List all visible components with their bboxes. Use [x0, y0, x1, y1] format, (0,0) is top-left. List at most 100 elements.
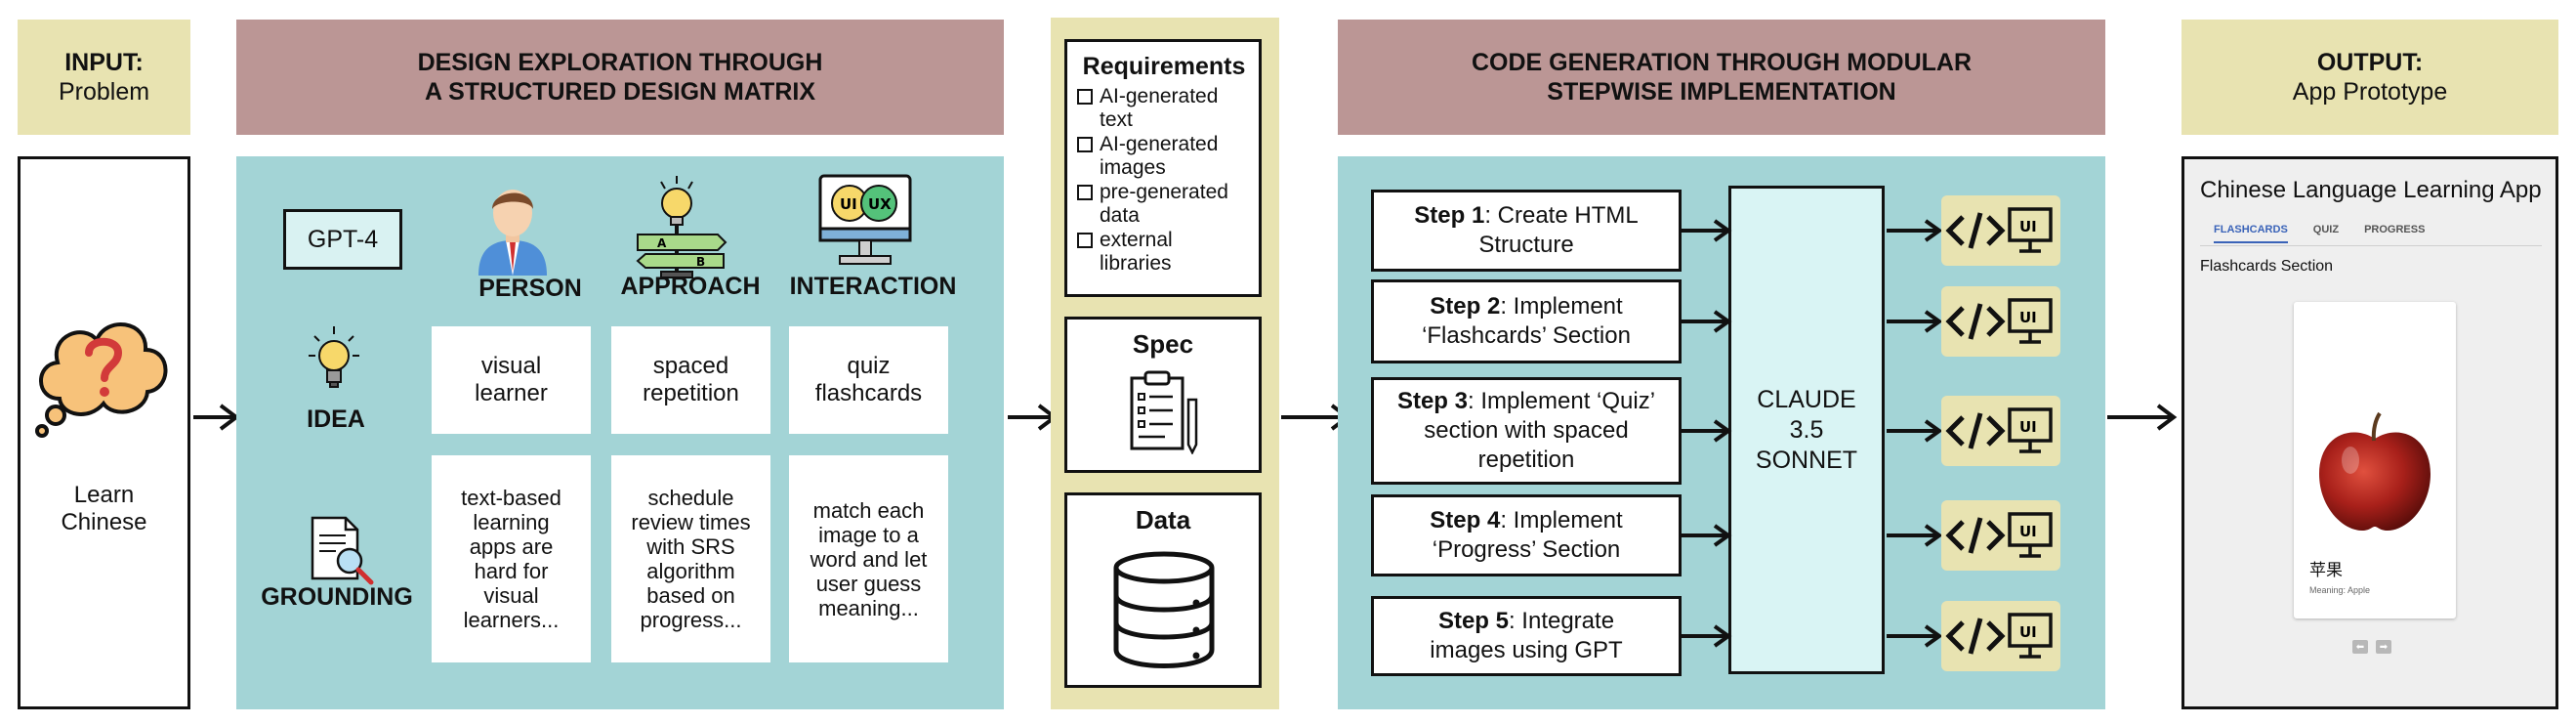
ui-badge-text: UI	[2019, 418, 2037, 436]
arrow-claude-to-ui-4	[1887, 524, 1943, 547]
step-text-1: : Integrate	[1508, 608, 1615, 634]
card-meaning: Meaning: Apple	[2309, 585, 2371, 595]
code-ui-icon-4: UI	[1941, 500, 2060, 571]
grounding-approach-line-3: with SRS	[646, 534, 735, 559]
ui-badge-text: UI	[2019, 309, 2037, 326]
output-title: OUTPUT:	[2316, 49, 2424, 76]
code-ui-icon-3: UI	[1941, 396, 2060, 466]
database-icon	[1113, 551, 1215, 668]
code-ui-icon-1: UI	[1941, 195, 2060, 266]
code-ui-icon-5: UI	[1941, 601, 2060, 671]
checkbox[interactable]	[1077, 137, 1093, 152]
input-header: INPUT: Problem	[18, 20, 190, 135]
requirement-line: images	[1100, 156, 1166, 179]
grounding-approach-line-4: algorithm	[646, 559, 735, 583]
grounding-approach-line-1: schedule	[647, 486, 734, 510]
grounding-person-line-5: visual	[483, 583, 539, 608]
column-header-person: PERSON	[478, 275, 582, 302]
arrow-input-to-design	[193, 404, 240, 431]
step-text-1: : Implement	[1500, 507, 1623, 533]
claude-line-3: SONNET	[1755, 446, 1858, 474]
idea-lightbulb-icon	[309, 326, 359, 388]
step-box-2: Step 2: Implement‘Flashcards’ Section	[1371, 279, 1682, 363]
next-card-button[interactable]: ➡	[2376, 640, 2391, 654]
grounding-interaction-line-3: word and let	[810, 546, 928, 572]
problem-text: Learn Chinese	[21, 482, 187, 536]
card-word: 苹果	[2309, 561, 2343, 579]
spec-title: Spec	[1132, 329, 1194, 359]
step-label: Step 4	[1430, 507, 1501, 533]
design-header-line-1: DESIGN EXPLORATION THROUGH	[417, 49, 823, 76]
grounding-person-line-4: hard for	[474, 559, 549, 583]
grounding-person-line-3: apps are	[469, 534, 554, 559]
arrow-step-to-claude-2	[1682, 310, 1732, 333]
apple-image	[2319, 411, 2431, 531]
grounding-approach-line-5: based on	[646, 583, 735, 608]
grounding-approach-line-6: progress...	[640, 608, 742, 632]
idea-cell-approach: spaced repetition	[611, 326, 770, 434]
idea-cell-approach-line-2: repetition	[643, 380, 739, 406]
column-header-interaction: INTERACTION	[789, 273, 957, 300]
ui-badge-text: UI	[2019, 623, 2037, 641]
approach-badge-b: B	[696, 255, 705, 269]
spec-box: Spec	[1064, 317, 1262, 473]
prev-card-button[interactable]: ⬅	[2352, 640, 2368, 654]
step-text-1: : Create HTML	[1484, 202, 1639, 229]
arrow-claude-to-ui-2	[1887, 310, 1943, 333]
spec-document-icon	[1130, 370, 1198, 454]
design-header: DESIGN EXPLORATION THROUGH A STRUCTURED …	[236, 20, 1004, 135]
arrow-step-to-claude-3	[1682, 419, 1732, 443]
checkbox[interactable]	[1077, 185, 1093, 200]
interaction-monitor-icon: UI UX	[818, 174, 912, 265]
tab-quiz[interactable]: QUIZ	[2312, 224, 2340, 235]
checkbox[interactable]	[1077, 89, 1093, 105]
arrow-claude-to-ui-1	[1887, 219, 1943, 242]
code-header-line-2: STEPWISE IMPLEMENTATION	[1547, 78, 1896, 106]
requirement-line: pre-generated	[1100, 181, 1228, 203]
design-header-line-2: A STRUCTURED DESIGN MATRIX	[425, 78, 815, 106]
input-subtitle: Problem	[58, 78, 150, 106]
requirement-line: data	[1100, 204, 1140, 227]
grounding-interaction-line-5: meaning...	[818, 595, 919, 620]
code-header: CODE GENERATION THROUGH MODULAR STEPWISE…	[1338, 20, 2105, 135]
output-header: OUTPUT: App Prototype	[2181, 20, 2558, 135]
problem-line-2: Chinese	[61, 509, 147, 535]
step-box-4: Step 4: Implement ‘Progress’ Section	[1371, 494, 1682, 576]
tab-progress[interactable]: PROGRESS	[2364, 224, 2426, 235]
arrow-claude-to-ui-5	[1887, 624, 1943, 648]
approach-icon: A B	[636, 176, 727, 278]
output-subtitle: App Prototype	[2292, 78, 2448, 106]
flashcard[interactable]: 苹果 Meaning: Apple	[2294, 302, 2456, 618]
grounding-person-line-6: learners...	[463, 608, 560, 632]
step-line-1: Step 2: Implement	[1430, 292, 1622, 321]
column-header-approach: APPROACH	[620, 273, 761, 300]
data-title: Data	[1135, 505, 1191, 534]
grounding-document-search-icon	[311, 516, 374, 585]
app-title: Chinese Language Learning App	[2200, 177, 2542, 203]
arrow-step-to-claude-1	[1682, 219, 1732, 242]
grounding-interaction-line-2: image to a	[818, 522, 919, 547]
step-line-2: ‘Progress’ Section	[1432, 536, 1621, 563]
step-line-2: images using GPT	[1430, 637, 1623, 663]
checkbox[interactable]	[1077, 233, 1093, 248]
grounding-cell-person: text-based learning apps are hard for vi…	[432, 455, 591, 662]
code-header-line-1: CODE GENERATION THROUGH MODULAR	[1471, 49, 1973, 76]
interaction-badge-ui: UI	[840, 195, 857, 213]
step-line-1: Step 1: Create HTML	[1414, 201, 1638, 231]
step-label: Step 1	[1414, 202, 1485, 229]
grounding-interaction-line-1: match each	[812, 497, 925, 523]
grounding-cell-approach: schedule review times with SRS algorithm…	[611, 455, 770, 662]
step-line-2: section with spaced	[1424, 417, 1629, 444]
tab-flashcards[interactable]: FLASHCARDS	[2214, 224, 2288, 243]
step-line-2: Structure	[1478, 232, 1574, 258]
grounding-cell-interaction: match each image to a word and let user …	[789, 455, 948, 662]
requirement-line: text	[1100, 108, 1133, 131]
row-header-grounding: GROUNDING	[261, 583, 413, 611]
row-header-idea: IDEA	[307, 405, 365, 433]
